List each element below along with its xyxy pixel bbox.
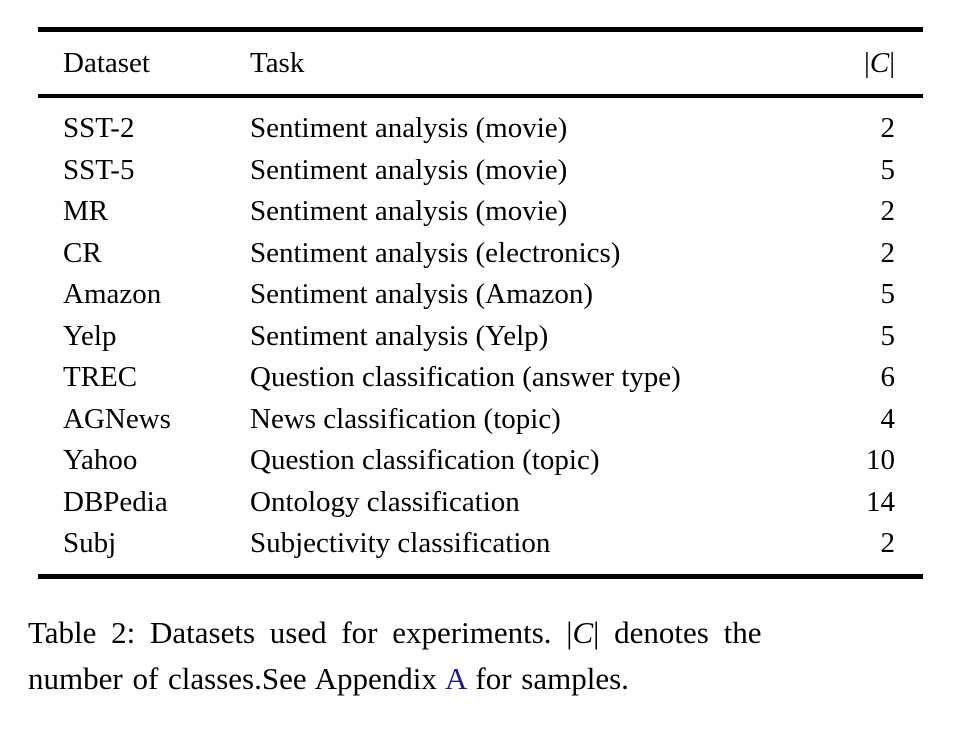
classes-cell: 2	[880, 236, 896, 269]
dataset-cell: SST-2	[63, 112, 135, 145]
table-row: AGNews News classification (topic) 4	[38, 399, 923, 441]
classes-cell: 14	[866, 485, 895, 518]
classes-cell: 5	[880, 278, 896, 311]
dataset-cell: Amazon	[63, 278, 162, 311]
column-header-dataset: Dataset	[63, 46, 150, 79]
classes-cell: 10	[866, 444, 895, 477]
script-c-glyph: C	[869, 46, 890, 79]
dataset-cell: DBPedia	[63, 485, 168, 518]
dataset-cell: Yelp	[63, 319, 117, 352]
table-body: SST-2 Sentiment analysis (movie) 2 SST-5…	[38, 98, 923, 574]
pipe-glyph: |	[593, 615, 600, 650]
classes-cell: 2	[880, 112, 896, 145]
table-row: MR Sentiment analysis (movie) 2	[38, 191, 923, 233]
datasets-table: Dataset Task |C| SST-2 Sentiment analysi…	[38, 27, 923, 579]
table-row: DBPedia Ontology classification 14	[38, 482, 923, 524]
classes-cell: 6	[880, 361, 896, 394]
task-cell: Sentiment analysis (electronics)	[250, 236, 621, 269]
dataset-cell: MR	[63, 195, 109, 228]
task-cell: Ontology classification	[250, 485, 520, 518]
script-c-glyph: C	[572, 615, 594, 650]
classes-cell: 2	[880, 527, 896, 560]
dataset-cell: Subj	[63, 527, 117, 560]
table-row: SST-2 Sentiment analysis (movie) 2	[38, 108, 923, 150]
classes-cell: 5	[880, 153, 896, 186]
table-top-rule	[38, 27, 923, 32]
column-header-classes: |C|	[775, 46, 895, 79]
pipe-glyph: |	[889, 46, 895, 79]
dataset-cell: CR	[63, 236, 102, 269]
table-row: SST-5 Sentiment analysis (movie) 5	[38, 150, 923, 192]
caption-line-1: Table 2: Datasets used for experiments. …	[28, 610, 942, 656]
caption-text: Table 2: Datasets used for experiments.	[28, 615, 567, 650]
dataset-cell: Yahoo	[63, 444, 138, 477]
task-cell: Sentiment analysis (movie)	[250, 112, 568, 145]
table-mid-rule	[38, 94, 923, 98]
dataset-cell: SST-5	[63, 153, 135, 186]
pipe-glyph: |	[566, 615, 573, 650]
classes-cell: 2	[880, 195, 896, 228]
table-row: Yelp Sentiment analysis (Yelp) 5	[38, 316, 923, 358]
task-cell: Sentiment analysis (Yelp)	[250, 319, 549, 352]
appendix-a-link[interactable]: A	[444, 661, 466, 696]
task-cell: News classification (topic)	[250, 402, 561, 435]
table-row: Amazon Sentiment analysis (Amazon) 5	[38, 274, 923, 316]
classes-cell: 4	[880, 402, 896, 435]
task-cell: Sentiment analysis (movie)	[250, 153, 568, 186]
caption-text: denotes the	[599, 615, 762, 650]
column-header-task: Task	[250, 46, 305, 79]
table-row: Subj Subjectivity classification 2	[38, 523, 923, 565]
dataset-cell: TREC	[63, 361, 138, 394]
dataset-cell: AGNews	[63, 402, 171, 435]
task-cell: Sentiment analysis (movie)	[250, 195, 568, 228]
caption-text: number of classes.See Appendix	[28, 661, 445, 696]
pipe-glyph: |	[864, 46, 870, 79]
task-cell: Question classification (topic)	[250, 444, 600, 477]
table-row: CR Sentiment analysis (electronics) 2	[38, 233, 923, 275]
caption-text: for samples.	[465, 661, 629, 696]
table-header-row: Dataset Task |C|	[38, 32, 923, 94]
task-cell: Subjectivity classification	[250, 527, 551, 560]
table-row: TREC Question classification (answer typ…	[38, 357, 923, 399]
caption-line-2: number of classes.See Appendix A for sam…	[28, 656, 942, 702]
table-caption: Table 2: Datasets used for experiments. …	[28, 610, 942, 702]
table-bottom-rule	[38, 573, 923, 579]
task-cell: Question classification (answer type)	[250, 361, 681, 394]
table-row: Yahoo Question classification (topic) 10	[38, 440, 923, 482]
task-cell: Sentiment analysis (Amazon)	[250, 278, 594, 311]
classes-cell: 5	[880, 319, 896, 352]
